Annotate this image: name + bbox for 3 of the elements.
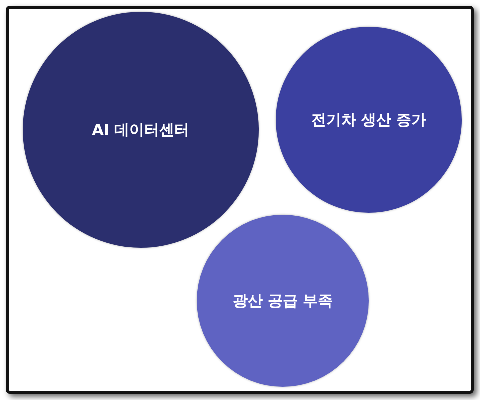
node-label: 광산 공급 부족 xyxy=(232,292,334,310)
node-label: 전기차 생산 증가 xyxy=(310,110,428,130)
node-label: AI 데이터센터 xyxy=(91,120,191,140)
